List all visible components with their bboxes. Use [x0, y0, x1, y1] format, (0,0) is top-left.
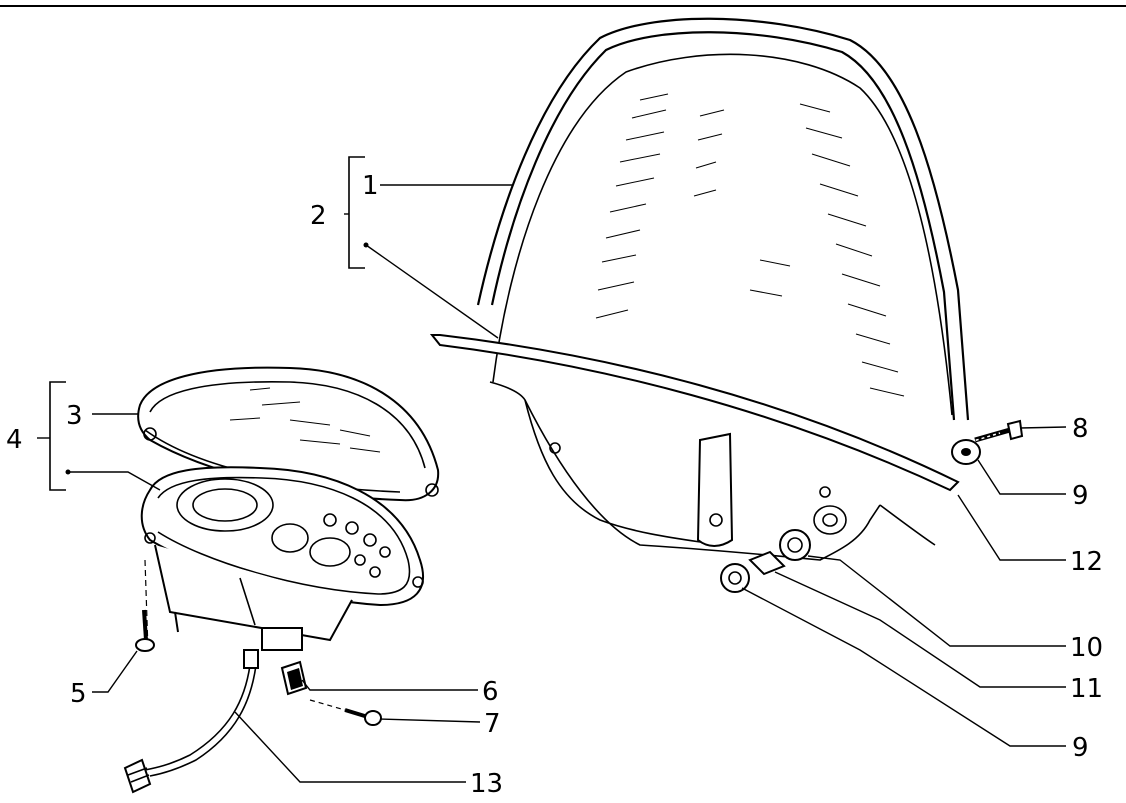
windshield-lower-trim — [429, 334, 960, 492]
speedometer-cable-13 — [123, 649, 259, 794]
callout-8: 8 — [1072, 414, 1089, 444]
callout-3: 3 — [66, 401, 83, 431]
windshield-mount-bracket — [489, 381, 881, 561]
callout-12: 12 — [1070, 547, 1103, 577]
windshield — [429, 17, 970, 561]
speedometer-dial — [176, 478, 274, 532]
callout-5: 5 — [70, 679, 87, 709]
spacer-11 — [748, 550, 786, 576]
callout-7: 7 — [484, 709, 501, 739]
washer-9-upper — [951, 439, 981, 465]
bracket-group-2 — [348, 156, 365, 269]
screw-5 — [135, 559, 155, 652]
callout-4: 4 — [6, 425, 23, 455]
grommet-10 — [779, 529, 811, 561]
bracket-group-4 — [49, 381, 66, 491]
glass-shading — [595, 93, 905, 397]
callout-11: 11 — [1070, 674, 1103, 704]
screw-7 — [309, 699, 382, 726]
callout-2: 2 — [310, 201, 327, 231]
callout-6: 6 — [482, 677, 499, 707]
callout-9-lower: 9 — [1072, 733, 1089, 763]
callout-13: 13 — [470, 769, 503, 799]
bracket-hole-left — [549, 442, 561, 454]
center-mount-tab — [696, 432, 734, 547]
clip-6 — [280, 660, 308, 696]
instrument-housing — [140, 466, 425, 651]
callout-9-upper: 9 — [1072, 481, 1089, 511]
bracket-boss-right — [813, 505, 847, 535]
screw-8 — [969, 419, 1024, 443]
callout-1: 1 — [362, 171, 379, 201]
washer-9-lower — [720, 563, 750, 593]
windshield-top-seal — [476, 17, 970, 421]
leader-lines — [37, 184, 1067, 783]
windshield-glass — [492, 53, 953, 416]
callout-10: 10 — [1070, 633, 1103, 663]
